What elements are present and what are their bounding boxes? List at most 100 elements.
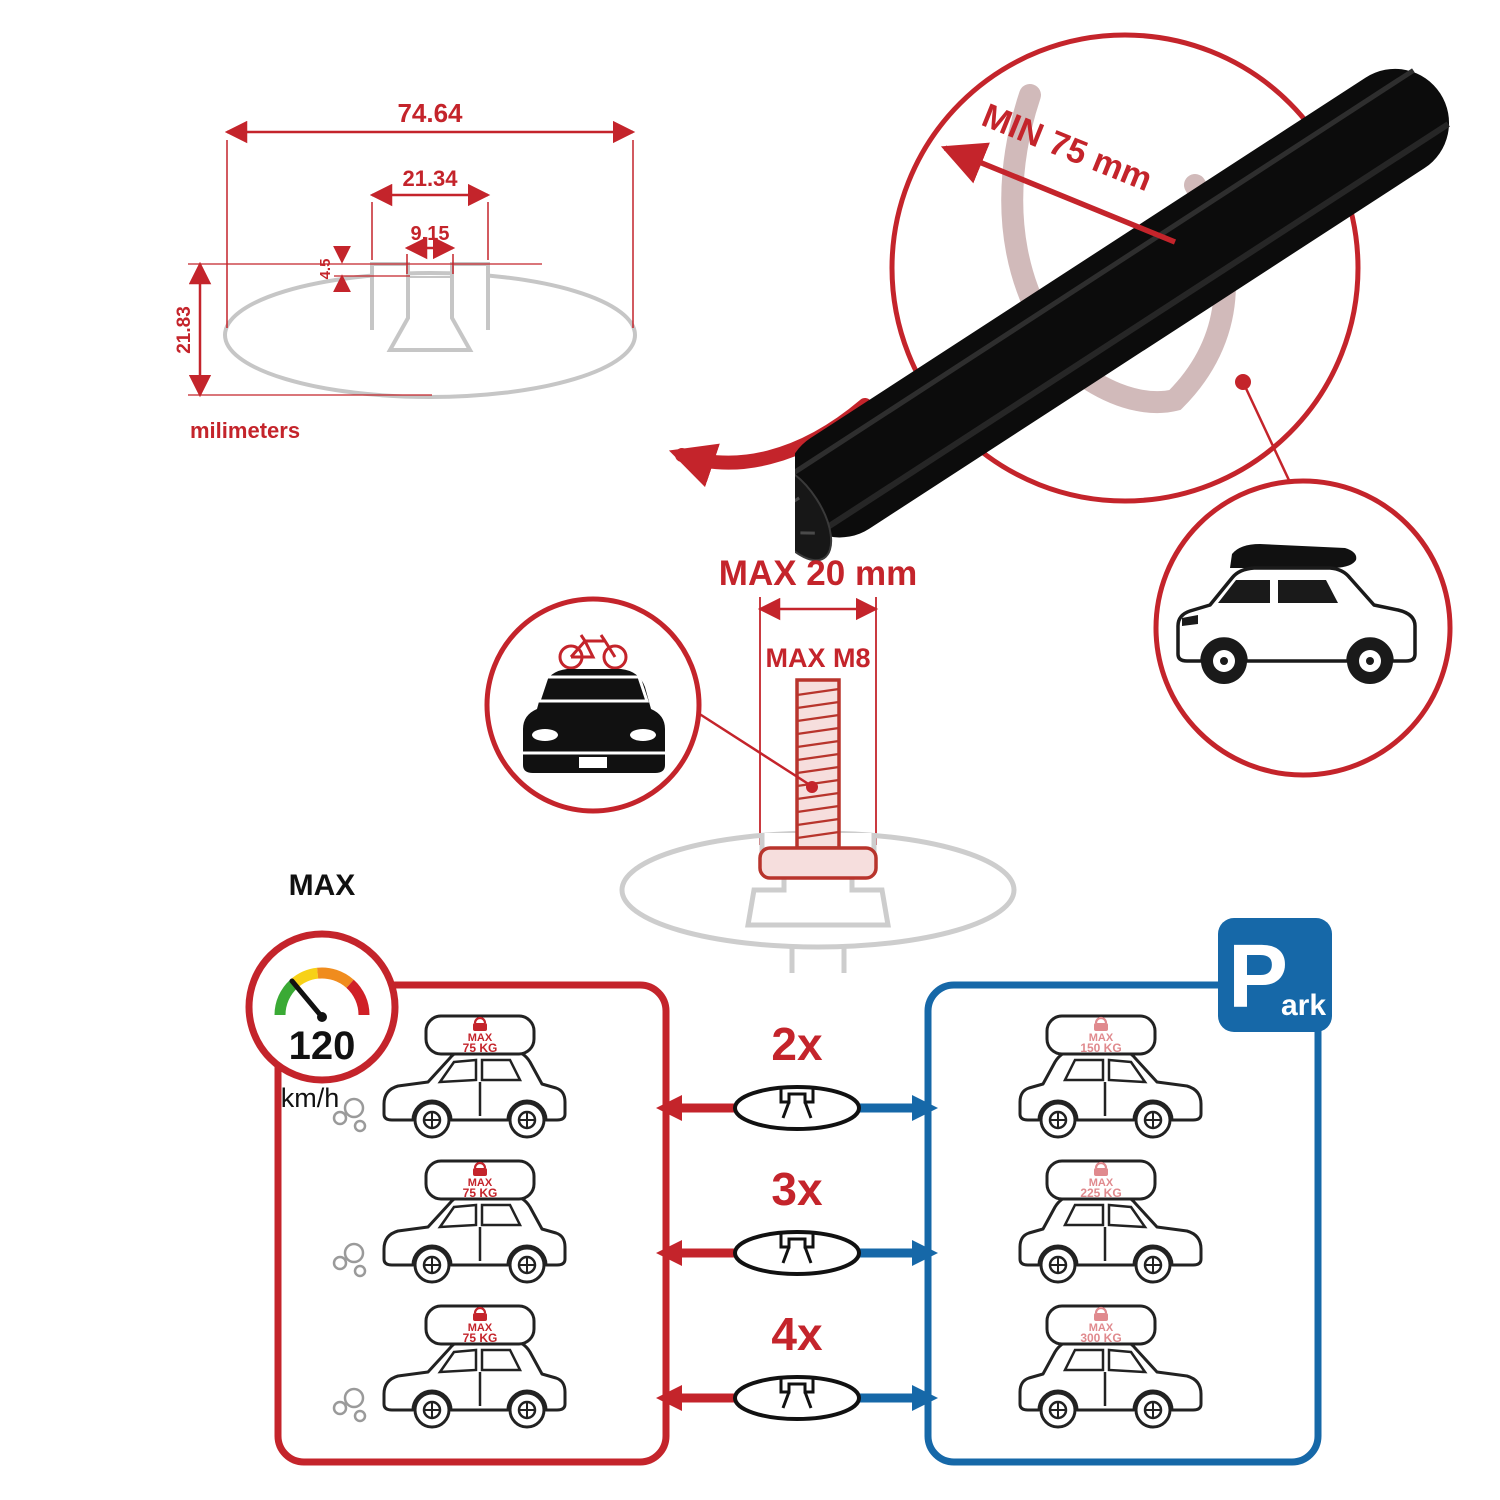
driving-car: MAX 75 KG xyxy=(332,1159,567,1284)
roof-box xyxy=(1045,1304,1157,1346)
car-front-icon xyxy=(523,669,665,773)
load-label-max: MAX xyxy=(468,1177,493,1189)
bicycle-icon xyxy=(558,634,628,670)
gauge-ring xyxy=(245,930,399,1084)
car-windshield xyxy=(536,675,650,703)
padlock-icon xyxy=(1094,1161,1108,1169)
bar-profile-slot xyxy=(779,1088,815,1119)
dim-channel-width: 21.34 xyxy=(402,166,458,191)
motion-puffs-icon xyxy=(332,1097,367,1133)
padlock-icon xyxy=(473,1016,487,1024)
bolt-threads xyxy=(796,687,840,840)
bar-count: 2x xyxy=(771,1018,823,1070)
crossbar-render xyxy=(795,68,1450,562)
dim-total-width: 74.64 xyxy=(397,98,463,128)
parked-roof-box: MAX 300 KG xyxy=(1045,1304,1157,1346)
crossbar-groove xyxy=(795,68,1415,481)
bar-detail-inset: MIN 75 mm xyxy=(795,32,1450,562)
car-plate xyxy=(579,757,607,768)
suv-windshield xyxy=(1218,580,1270,603)
gauge-needle xyxy=(289,978,325,1020)
dim-lip-depth: 4.5 xyxy=(317,259,334,280)
left-arrow-head xyxy=(656,1095,682,1121)
dim-height: 21.83 xyxy=(174,306,195,354)
suv-front-wheel xyxy=(1201,638,1247,684)
load-label-value: 75 KG xyxy=(463,1331,498,1345)
roof-box xyxy=(1045,1014,1157,1056)
roof-box xyxy=(424,1304,536,1346)
right-arrow-head xyxy=(912,1240,938,1266)
bolt-max-width-label: MAX 20 mm xyxy=(719,554,917,593)
load-label-max: MAX xyxy=(468,1032,493,1044)
car-headlight-left xyxy=(532,729,558,741)
right-arrow-head xyxy=(912,1095,938,1121)
cross-section-diagram: 74.64 21.34 9.15 21.83 4.5 milimeters xyxy=(174,98,637,443)
motion-puffs-icon xyxy=(332,1387,367,1423)
park-sign-plate xyxy=(1218,918,1332,1032)
padlock-body xyxy=(1094,1023,1108,1031)
padlock-icon xyxy=(1094,1016,1108,1024)
driving-car: MAX 75 KG xyxy=(332,1304,567,1429)
bar-profile-icon xyxy=(733,1085,861,1131)
comparison-row: 4x MAX 75 KG xyxy=(332,1304,1203,1429)
bar-count: 3x xyxy=(771,1163,823,1215)
park-sign: P ark xyxy=(1218,918,1332,1032)
load-label-max: MAX xyxy=(1089,1177,1114,1189)
roof-box xyxy=(424,1159,536,1201)
bar-profile-slot xyxy=(779,1233,815,1264)
callout-leader xyxy=(697,711,811,787)
padlock-body xyxy=(473,1168,487,1176)
padlock-body xyxy=(473,1023,487,1031)
motion-puffs-icon xyxy=(332,1242,367,1278)
crossbar-highlight xyxy=(817,121,1450,536)
bar-t-slot-cavity xyxy=(386,278,474,352)
padlock-body xyxy=(473,1313,487,1321)
load-label-value: 75 KG xyxy=(463,1186,498,1200)
t-bolt xyxy=(758,678,878,880)
callout-dot xyxy=(806,781,818,793)
parked-roof-box: MAX 225 KG xyxy=(1045,1159,1157,1201)
car-headlight-right xyxy=(630,729,656,741)
car-front-body xyxy=(523,669,665,773)
min-span-arrow xyxy=(940,142,1177,245)
gauge-red xyxy=(346,979,370,1016)
padlock-icon xyxy=(473,1161,487,1169)
dim-slot-width: 9.15 xyxy=(411,223,450,245)
load-label-max: MAX xyxy=(1089,1032,1114,1044)
speedometer-icon: 120 xyxy=(245,930,399,1084)
suv-with-roofbox xyxy=(1176,544,1417,684)
left-arrow-head xyxy=(656,1385,682,1411)
comparison-row: 2x MAX 75 KG xyxy=(332,1014,1203,1139)
padlock-body xyxy=(1094,1168,1108,1176)
bolt-diagram: MAX 20 mm MAX M8 xyxy=(484,554,1017,973)
bolt-max-thread-label: MAX M8 xyxy=(765,643,870,673)
crossbar-body xyxy=(795,68,1450,538)
roof-box xyxy=(424,1014,536,1056)
crossbar-end-cap xyxy=(795,464,833,562)
bar-count: 4x xyxy=(771,1308,823,1360)
padlock-body xyxy=(1094,1313,1108,1321)
speed-unit: km/h xyxy=(281,1083,340,1113)
comparison-row: 3x MAX 75 KG xyxy=(332,1159,1203,1284)
park-sign-letter: P xyxy=(1228,927,1288,1027)
speed-max-label: MAX xyxy=(289,869,356,902)
suv-roofbox-inset xyxy=(1153,478,1453,778)
load-label-value: 75 KG xyxy=(463,1041,498,1055)
units-label: milimeters xyxy=(190,418,300,443)
bar-ellipse-outline xyxy=(223,271,637,399)
padlock-icon xyxy=(1094,1306,1108,1314)
roof-cargo-box xyxy=(1230,544,1357,568)
end-cap-slot-detail xyxy=(795,478,815,535)
right-arrow-head xyxy=(912,1385,938,1411)
bar-profile-icon xyxy=(733,1230,861,1276)
load-label-max: MAX xyxy=(1089,1322,1114,1334)
load-label-value: 225 KG xyxy=(1080,1186,1121,1200)
bolt-t-head xyxy=(758,846,878,880)
driving-car: MAX 75 KG xyxy=(332,1014,567,1139)
parked-roof-box: MAX 150 KG xyxy=(1045,1014,1157,1056)
load-label-max: MAX xyxy=(468,1322,493,1334)
gauge-green xyxy=(274,979,298,1016)
padlock-icon xyxy=(473,1306,487,1314)
left-arrow-head xyxy=(656,1240,682,1266)
